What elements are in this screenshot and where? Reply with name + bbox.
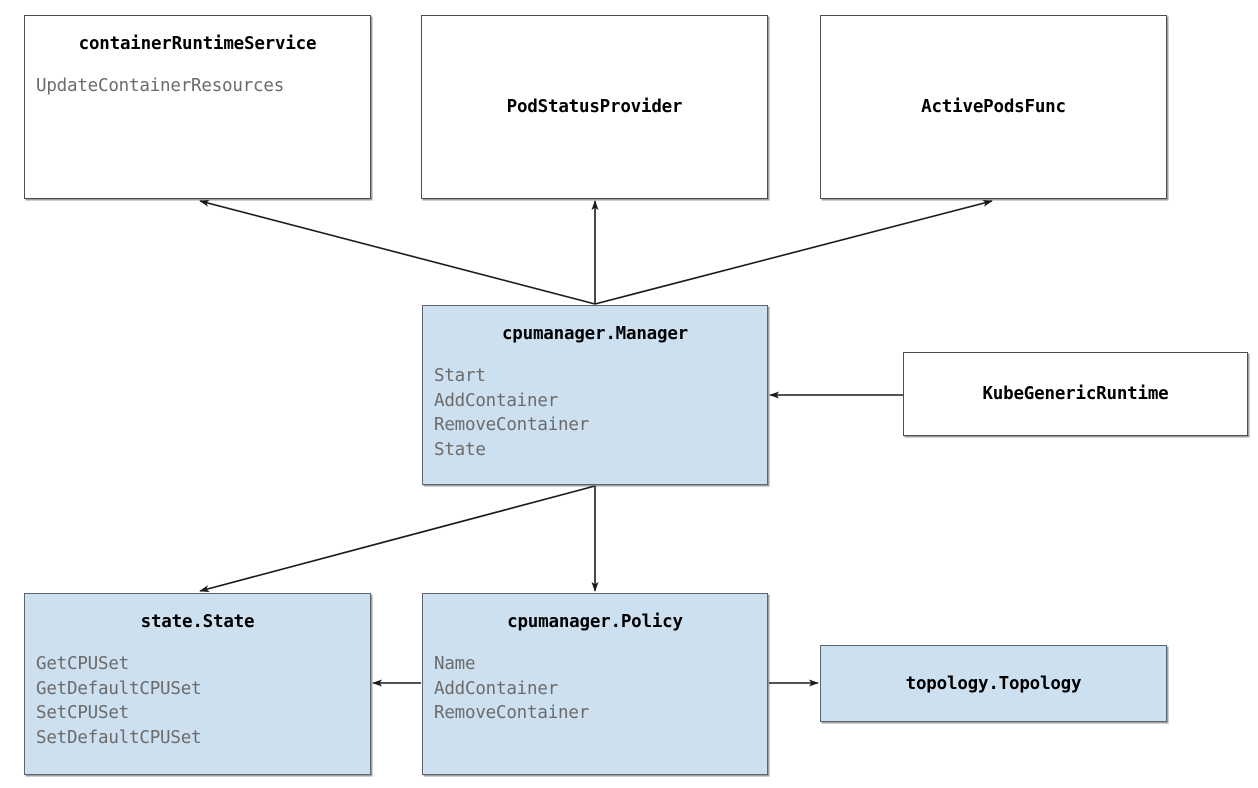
edge-manager-to-stateState xyxy=(199,485,596,593)
class-node-title: PodStatusProvider xyxy=(506,97,683,117)
class-node-member: RemoveContainer xyxy=(434,415,590,435)
class-node-member: Name xyxy=(434,654,476,674)
class-node-member: State xyxy=(434,439,486,460)
class-node-members: UpdateContainerResources xyxy=(25,74,370,99)
class-node-title: topology.Topology xyxy=(905,673,1082,694)
class-node-title: KubeGenericRuntime xyxy=(982,384,1169,404)
class-node-title: containerRuntimeService xyxy=(78,34,317,54)
edge-manager-to-containerRuntimeService xyxy=(199,199,596,305)
class-node-member: SetDefaultCPUSet xyxy=(36,727,202,748)
class-node-member: SetCPUSet xyxy=(36,703,130,723)
class-node-member: UpdateContainerResources xyxy=(36,76,285,96)
class-node-member: AddContainer xyxy=(434,678,559,699)
class-node-title: state.State xyxy=(140,612,255,632)
class-node-title: cpumanager.Policy xyxy=(507,612,683,632)
class-node-PodStatusProvider[interactable]: PodStatusProvider xyxy=(421,15,768,199)
class-node-member: RemoveContainer xyxy=(434,703,590,723)
class-node-member: GetCPUSet xyxy=(36,654,130,674)
class-node-ActivePodsFunc[interactable]: ActivePodsFunc xyxy=(820,15,1167,199)
class-node-title: ActivePodsFunc xyxy=(921,97,1066,117)
class-node-member: GetDefaultCPUSet xyxy=(36,678,202,699)
class-node-KubeGenericRuntime[interactable]: KubeGenericRuntime xyxy=(903,352,1248,436)
class-node-member: Start xyxy=(434,366,486,386)
class-node-title: cpumanager.Manager xyxy=(501,324,689,344)
edge-manager-to-activePodsFunc xyxy=(594,199,993,305)
class-node-member: AddContainer xyxy=(434,390,559,411)
class-node-topologyTopology[interactable]: topology.Topology xyxy=(820,645,1167,722)
